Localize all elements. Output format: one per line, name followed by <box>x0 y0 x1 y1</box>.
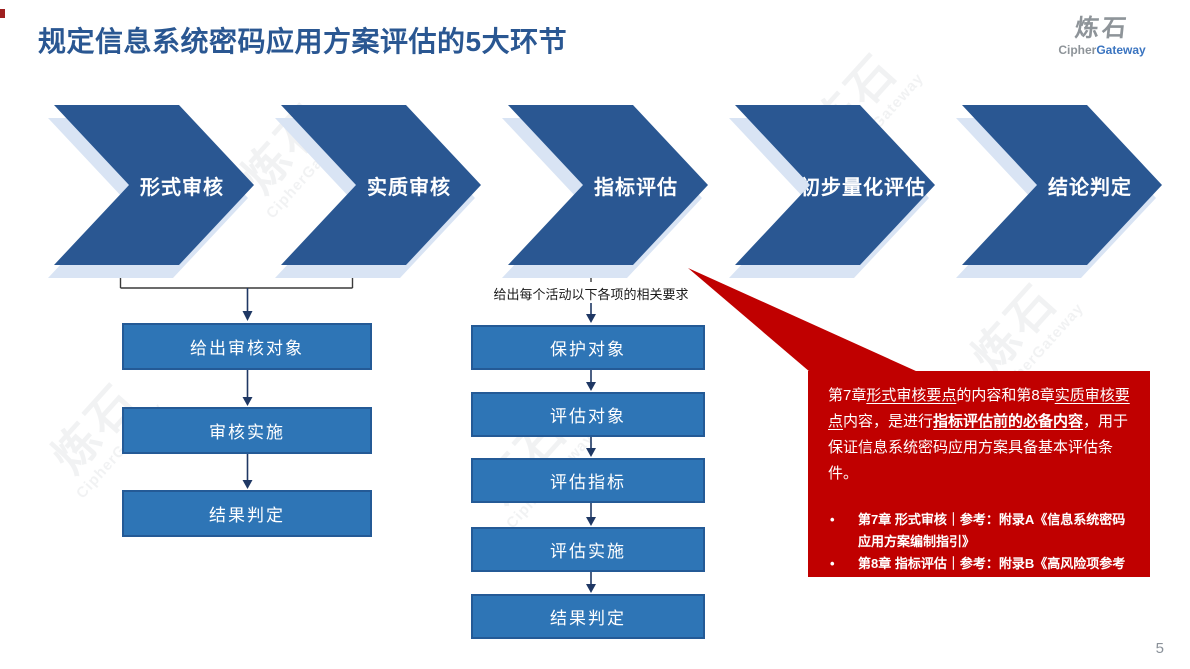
flow-box-label: 审核实施 <box>209 423 285 442</box>
slide-accent-bar <box>0 9 5 18</box>
chevron-step-indicator-evaluation: 指标评估 <box>502 105 708 278</box>
flow-box-label: 保护对象 <box>550 340 626 359</box>
bullet-icon: • <box>830 556 835 571</box>
chevron-label: 指标评估 <box>508 105 708 265</box>
logo-cipher: Cipher <box>1058 43 1097 58</box>
flow-box-result-judgment-left: 结果判定 <box>122 490 372 537</box>
callout-paragraph: 第7章形式审核要点的内容和第8章实质审核要点内容，是进行指标评估前的必备内容，用… <box>828 383 1130 487</box>
flow-box-label: 结果判定 <box>550 609 626 628</box>
flow-box-result-judgment-middle: 结果判定 <box>471 594 705 639</box>
flow-box-label: 评估指标 <box>550 473 626 492</box>
flow-box-label: 评估实施 <box>550 542 626 561</box>
chevron-label: 结论判定 <box>962 105 1162 265</box>
logo-en-text: CipherGateway <box>1044 43 1160 57</box>
callout-bullet-list: • 第7章 形式审核｜参考：附录A《信息系统密码应用方案编制指引》 • 第8章 … <box>828 509 1130 597</box>
flow-box-evaluation-implementation: 评估实施 <box>471 527 705 572</box>
callout-bullet-item: • 第7章 形式审核｜参考：附录A《信息系统密码应用方案编制指引》 <box>828 509 1130 553</box>
callout-seg-underlined: 实质审核要点 <box>828 387 1130 430</box>
bullet-icon: • <box>830 512 835 527</box>
flow-box-protection-object: 保护对象 <box>471 325 705 370</box>
page-number: 5 <box>1155 640 1164 657</box>
flow-box-audit-implementation: 审核实施 <box>122 407 372 454</box>
callout-seg: 的内容和第8章 <box>956 387 1055 404</box>
chevron-label: 初步量化评估 <box>735 105 935 265</box>
chevron-label: 实质审核 <box>281 105 481 265</box>
flow-box-label: 结果判定 <box>209 506 285 525</box>
flow-box-label: 给出审核对象 <box>190 339 304 358</box>
chevron-step-form-review: 形式审核 <box>48 105 254 278</box>
callout-box: 第7章形式审核要点的内容和第8章实质审核要点内容，是进行指标评估前的必备内容，用… <box>808 371 1150 593</box>
chevron-label: 形式审核 <box>54 105 254 265</box>
logo-cn-text: 炼石 <box>1073 15 1131 42</box>
callout-seg: ，用于保证信息系统密码应用方案具备基本评估条件。 <box>828 413 1129 482</box>
chevron-step-substantive-review: 实质审核 <box>275 105 481 278</box>
callout-seg: 第7章 <box>828 387 867 404</box>
bullet-text: 第8章 指标评估｜参考：附录B《高风险项参考表》 <box>858 556 1126 593</box>
flow-box-audit-object: 给出审核对象 <box>122 323 372 370</box>
bullet-text: 第7章 形式审核｜参考：附录A《信息系统密码应用方案编制指引》 <box>858 512 1126 549</box>
flow-box-evaluation-indicator: 评估指标 <box>471 458 705 503</box>
chevron-step-quantitative-evaluation: 初步量化评估 <box>729 105 935 278</box>
company-logo: 炼石 CipherGateway <box>1044 15 1160 57</box>
flow-box-evaluation-object: 评估对象 <box>471 392 705 437</box>
page-title: 规定信息系统密码应用方案评估的5大环节 <box>38 26 568 57</box>
chevron-step-conclusion: 结论判定 <box>956 105 1162 278</box>
middle-flow-caption: 给出每个活动以下各项的相关要求 <box>493 287 689 302</box>
logo-gateway: Gateway <box>1096 43 1146 58</box>
callout-seg: 内容，是进行 <box>843 413 934 430</box>
callout-seg-underlined: 形式审核要点 <box>866 387 957 404</box>
callout-seg-bold-underlined: 指标评估前的必备内容 <box>933 413 1084 430</box>
callout-bullet-item: • 第8章 指标评估｜参考：附录B《高风险项参考表》 <box>828 553 1130 597</box>
flow-box-label: 评估对象 <box>550 407 626 426</box>
